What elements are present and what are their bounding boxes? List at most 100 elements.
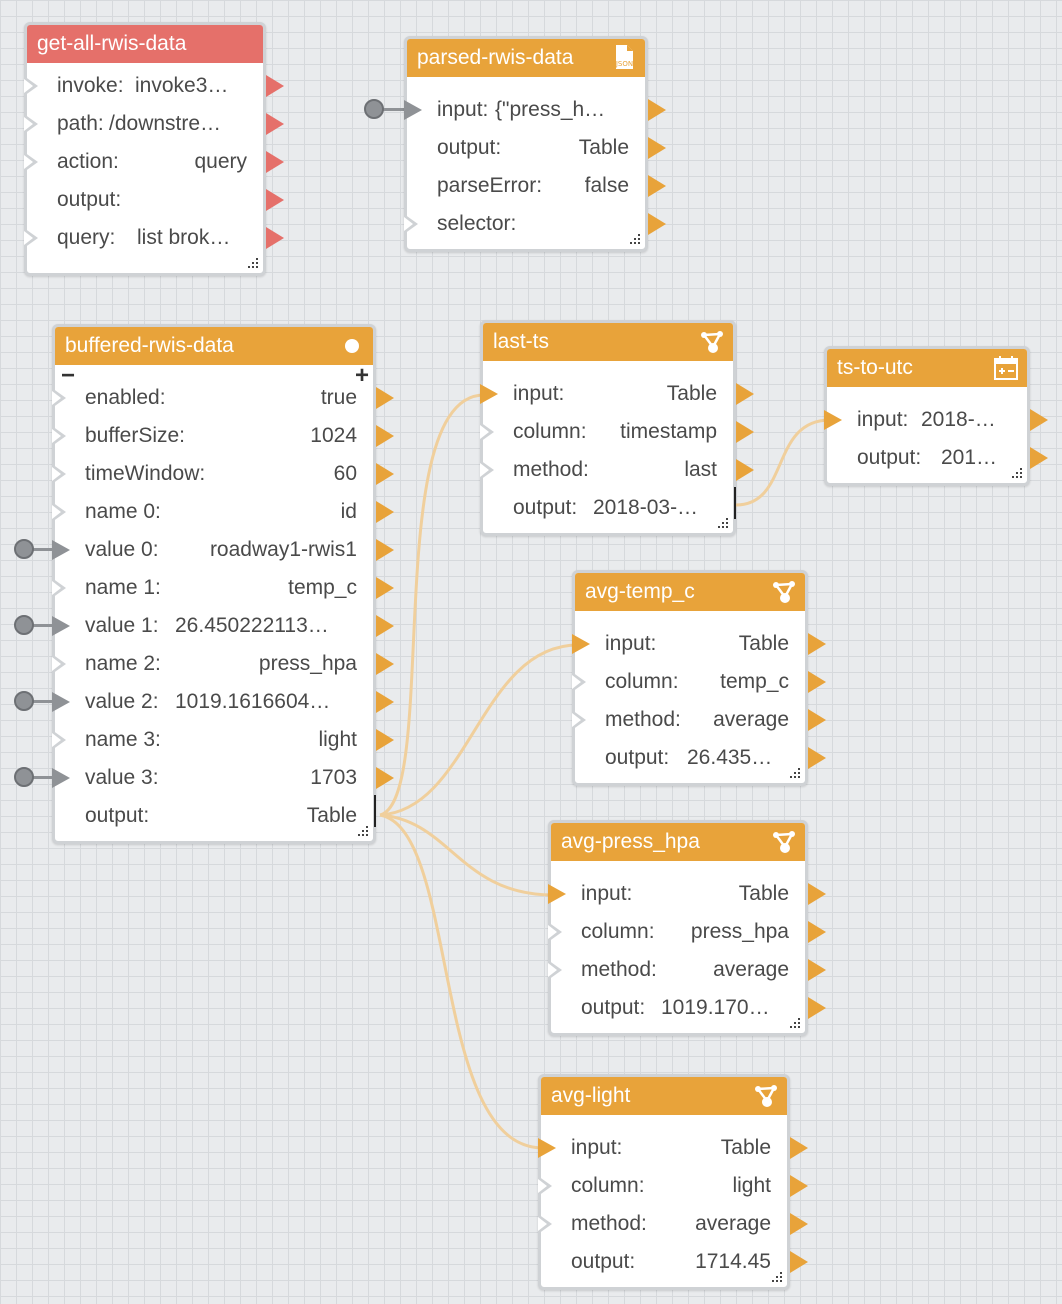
block-buffered-rwis-data[interactable]: buffered-rwis-data − + enabled: true buf… [52, 324, 394, 844]
property-row-method[interactable]: method: last [480, 451, 754, 489]
property-row-input[interactable]: input: {"press_h… [404, 91, 666, 129]
property-row-name-3[interactable]: name 3: light [52, 721, 394, 759]
block-title[interactable]: buffered-rwis-data [55, 327, 373, 365]
property-row-value-1[interactable]: value 1: 26.450222113… [52, 607, 394, 645]
output-port[interactable] [376, 425, 394, 447]
output-port[interactable] [376, 539, 394, 561]
property-row-input[interactable]: input: Table [548, 875, 826, 913]
block-avg-press-hpa[interactable]: avg-press_hpa input: Table column: press… [548, 820, 826, 1036]
block-title[interactable]: avg-temp_c [575, 573, 805, 611]
output-port[interactable] [266, 75, 284, 97]
output-port[interactable] [376, 767, 394, 789]
output-port[interactable] [376, 501, 394, 523]
output-port[interactable] [808, 997, 826, 1019]
property-value[interactable]: Table [306, 804, 357, 827]
property-row-value-3[interactable]: value 3: 1703 [52, 759, 394, 797]
property-row-output[interactable]: output: 1714.45 [541, 1243, 808, 1281]
output-port[interactable] [376, 463, 394, 485]
resize-handle-icon[interactable] [771, 1271, 783, 1283]
property-row-path[interactable]: path: /downstre… [24, 105, 284, 143]
block-parsed-rwis-data[interactable]: parsed-rwis-data JSON input: {"press_h… … [404, 36, 666, 252]
property-row-output[interactable]: output: 201… [827, 439, 1048, 477]
output-port[interactable] [376, 387, 394, 409]
property-value[interactable]: 1019.1616604… [175, 690, 331, 713]
output-port[interactable] [808, 671, 826, 693]
property-value[interactable]: press_hpa [690, 920, 789, 943]
property-value[interactable]: Table [738, 882, 789, 905]
output-port[interactable] [1030, 447, 1048, 469]
property-row-parse-error[interactable]: parseError: false [407, 167, 666, 205]
property-value[interactable]: average [713, 708, 789, 731]
property-value[interactable]: average [695, 1212, 771, 1235]
property-value[interactable]: 1703 [310, 766, 357, 789]
output-port[interactable] [648, 175, 666, 197]
property-row-input[interactable]: input: 2018-… [824, 401, 1048, 439]
output-port[interactable] [266, 151, 284, 173]
property-row-value-0[interactable]: value 0: roadway1-rwis1 [52, 531, 394, 569]
output-port[interactable] [736, 383, 754, 405]
output-port[interactable] [790, 1137, 808, 1159]
property-row-input[interactable]: input: Table [572, 625, 826, 663]
property-value[interactable]: average [713, 958, 789, 981]
property-value[interactable]: true [320, 386, 357, 409]
block-last-ts[interactable]: last-ts input: Table column: timestamp m… [480, 320, 754, 536]
property-value[interactable]: list brok… [137, 226, 231, 249]
property-row-method[interactable]: method: average [538, 1205, 808, 1243]
property-value[interactable]: 60 [333, 462, 357, 485]
add-property-button[interactable]: + [354, 362, 369, 389]
property-value[interactable]: timestamp [620, 420, 717, 443]
output-port[interactable] [376, 577, 394, 599]
property-row-value-2[interactable]: value 2: 1019.1616604… [52, 683, 394, 721]
external-link-knob[interactable] [14, 691, 34, 711]
property-row-output[interactable]: output: Table [407, 129, 666, 167]
output-port[interactable] [1030, 409, 1048, 431]
output-port[interactable] [736, 459, 754, 481]
property-value[interactable]: 1019.170… [661, 996, 770, 1019]
output-port[interactable] [376, 729, 394, 751]
property-value[interactable]: query [194, 150, 247, 173]
property-value[interactable]: false [584, 174, 629, 197]
block-title[interactable]: ts-to-utc [827, 349, 1027, 387]
block-get-all-rwis-data[interactable]: get-all-rwis-data invoke: invoke3… path:… [24, 22, 284, 276]
property-row-name-0[interactable]: name 0: id [52, 493, 394, 531]
property-row-output[interactable]: output: 2018-03-… [483, 487, 736, 527]
resize-handle-icon[interactable] [1011, 467, 1023, 479]
property-value[interactable]: last [684, 458, 717, 481]
output-port[interactable] [808, 709, 826, 731]
output-port[interactable] [266, 189, 284, 211]
external-link-knob[interactable] [364, 99, 384, 119]
output-port[interactable] [808, 883, 826, 905]
output-port[interactable] [736, 421, 754, 443]
external-link-knob[interactable] [14, 615, 34, 635]
output-port[interactable] [266, 113, 284, 135]
property-value[interactable]: Table [738, 632, 789, 655]
property-row-column[interactable]: column: temp_c [572, 663, 826, 701]
property-row-output[interactable]: output: 1019.170… [551, 989, 826, 1027]
property-value[interactable]: 2018-… [921, 408, 996, 431]
property-row-column[interactable]: column: timestamp [480, 413, 754, 451]
output-port[interactable] [376, 615, 394, 637]
property-row-name-1[interactable]: name 1: temp_c [52, 569, 394, 607]
property-value[interactable]: 201… [941, 446, 998, 469]
output-port[interactable] [808, 959, 826, 981]
property-value[interactable]: 2018-03-… [593, 496, 699, 519]
property-value[interactable]: /downstre… [109, 112, 222, 135]
output-port[interactable] [648, 99, 666, 121]
output-port[interactable] [376, 691, 394, 713]
output-port[interactable] [790, 1213, 808, 1235]
external-link-knob[interactable] [14, 767, 34, 787]
remove-property-button[interactable]: − [61, 362, 76, 389]
output-port[interactable] [808, 633, 826, 655]
property-value[interactable]: 26.450222113… [175, 614, 329, 637]
property-row-input[interactable]: input: Table [538, 1129, 808, 1167]
block-title[interactable]: parsed-rwis-data JSON [407, 39, 645, 77]
property-value[interactable]: light [732, 1174, 771, 1197]
property-row-column[interactable]: column: press_hpa [548, 913, 826, 951]
property-row-output[interactable]: output: [27, 181, 284, 219]
property-value[interactable]: Table [720, 1136, 771, 1159]
property-value[interactable]: invoke3… [135, 74, 229, 97]
property-value[interactable]: 1714.45 [695, 1250, 771, 1273]
property-row-time-window[interactable]: timeWindow: 60 [52, 455, 394, 493]
block-title[interactable]: get-all-rwis-data [27, 25, 263, 63]
external-link-knob[interactable] [14, 539, 34, 559]
